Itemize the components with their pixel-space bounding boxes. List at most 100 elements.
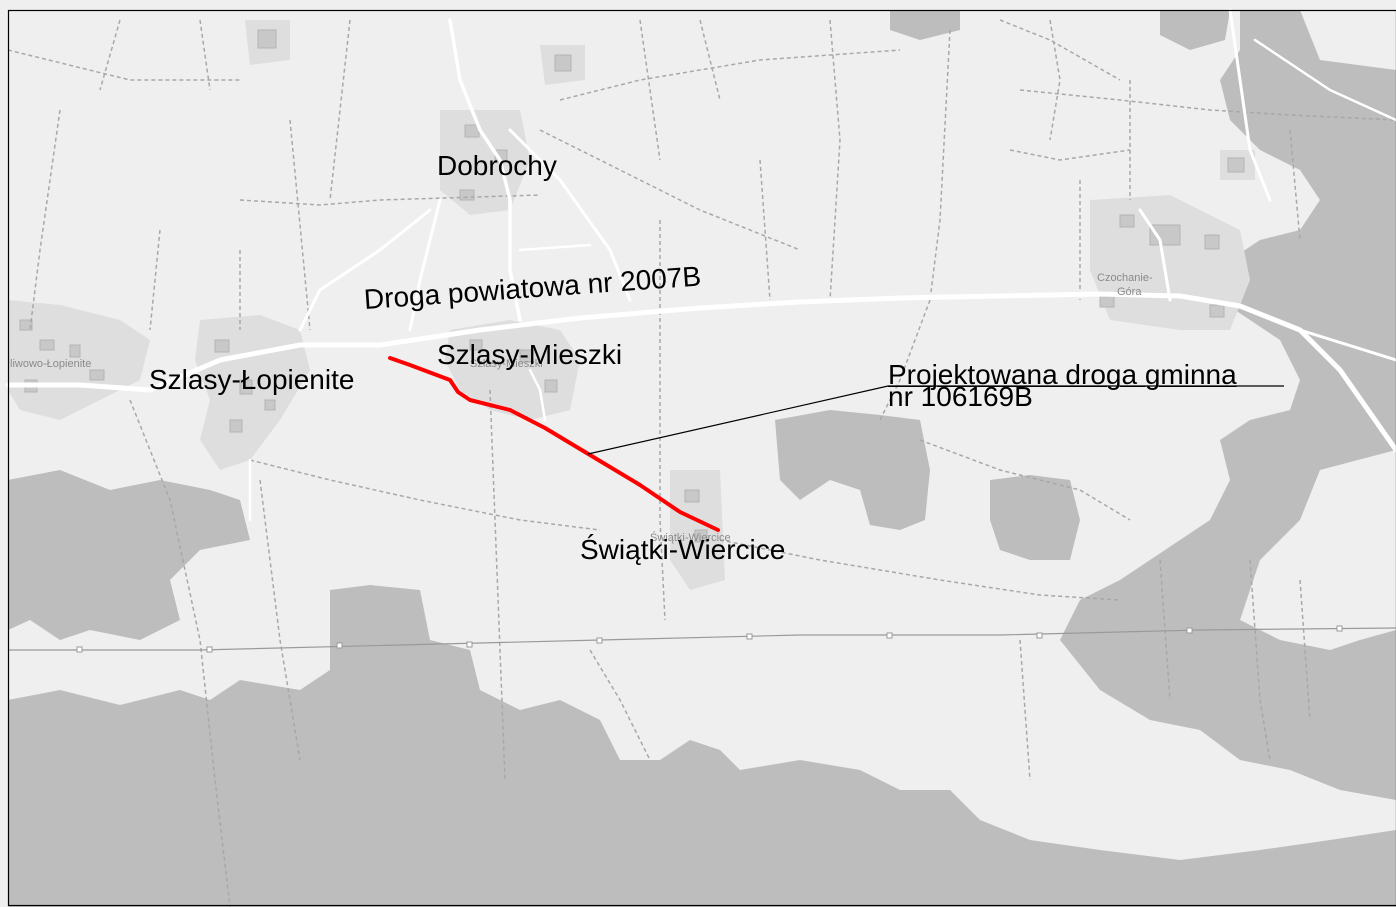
track: [759, 159, 771, 301]
track: [1289, 129, 1301, 241]
pole: [466, 641, 473, 648]
track: [199, 19, 211, 91]
road: [508, 128, 632, 302]
track: [489, 389, 506, 781]
building: [519, 349, 533, 363]
basemap-label-left-village: liwowo-Łopienite: [10, 358, 92, 370]
track: [639, 19, 661, 161]
callout-proposed-road: Projektowana droga gminna nr 106169B: [888, 359, 1237, 412]
track: [129, 399, 231, 907]
building: [1209, 304, 1225, 318]
road: [408, 198, 442, 332]
building: [257, 29, 277, 49]
road: [1298, 328, 1396, 362]
building: [69, 344, 81, 358]
building: [39, 339, 55, 351]
building: [544, 379, 558, 393]
callout-line-1: Projektowana droga gminna: [888, 359, 1237, 390]
road: [448, 18, 522, 322]
forest-area: [8, 585, 1396, 907]
track: [999, 19, 1121, 81]
building: [1149, 224, 1181, 246]
dashed-tracks: [7, 19, 1396, 907]
building: [694, 529, 708, 543]
road-main: [5, 291, 1396, 453]
track: [559, 49, 901, 101]
pole: [1336, 625, 1343, 632]
pole: [746, 633, 753, 640]
pole: [1186, 627, 1193, 634]
building: [554, 54, 572, 72]
callout-line-2: nr 106169B: [888, 381, 1033, 412]
track: [719, 539, 1121, 601]
pole: [76, 646, 83, 653]
track: [1299, 579, 1311, 721]
road: [1253, 38, 1396, 122]
track: [1249, 559, 1271, 761]
pole: [596, 637, 603, 644]
building: [459, 189, 475, 201]
building: [19, 319, 33, 331]
forest-area: [890, 10, 960, 40]
pole: [206, 646, 213, 653]
track: [1159, 559, 1171, 701]
settlement-area: [8, 300, 150, 420]
track: [1009, 149, 1131, 161]
track: [539, 129, 801, 251]
callout-leader-line: [587, 385, 1284, 455]
forest-area: [775, 410, 930, 530]
building: [229, 419, 243, 433]
track: [149, 229, 161, 331]
proposed-route-line: [388, 356, 720, 532]
forest-areas: [8, 10, 1396, 907]
track: [7, 49, 240, 81]
basemap-label-swiatki-small: Świątki-Wiercice: [650, 532, 731, 544]
track: [99, 19, 121, 91]
road: [298, 208, 432, 332]
building: [1227, 157, 1245, 173]
track: [239, 194, 541, 206]
road: [1138, 208, 1172, 302]
track: [1019, 639, 1031, 781]
label-swiatki-wiercice: Świątki-Wiercice: [580, 534, 786, 565]
power-line: [8, 627, 1396, 651]
forest-area: [8, 470, 250, 640]
building: [684, 489, 700, 503]
pole: [886, 632, 893, 639]
track: [919, 439, 1131, 521]
building: [264, 399, 276, 411]
label-szlasy-lopienite: Szlasy-Łopienite: [149, 364, 355, 395]
track: [829, 19, 841, 301]
building: [239, 379, 253, 395]
track: [1019, 89, 1396, 121]
track: [589, 649, 651, 761]
building: [1204, 234, 1220, 250]
track: [929, 29, 951, 301]
track: [259, 479, 301, 761]
pole: [1036, 632, 1043, 639]
track: [249, 459, 601, 531]
map-border: [7, 9, 1396, 907]
label-dobrochy: Dobrochy: [437, 150, 557, 181]
track: [659, 220, 666, 621]
roads: [5, 8, 1396, 522]
track: [1049, 19, 1061, 141]
building: [1099, 294, 1115, 308]
track: [879, 299, 931, 421]
basemap-label-gora: Góra: [1117, 286, 1142, 298]
track: [29, 109, 61, 331]
basemap-label-szlasy-small: Szlasy-Mieszki: [470, 358, 543, 370]
basemap-label-czochanie: Czochanie-: [1097, 272, 1153, 284]
building: [1119, 214, 1135, 228]
building: [214, 339, 230, 353]
forest-area: [1060, 10, 1396, 800]
label-szlasy-mieszki: Szlasy-Mieszki: [437, 339, 623, 370]
building: [469, 339, 483, 351]
power-line-poles: [76, 625, 1343, 653]
track: [289, 119, 311, 331]
road: [1228, 8, 1272, 202]
buildings: [19, 29, 1245, 543]
forest-area: [990, 475, 1080, 560]
